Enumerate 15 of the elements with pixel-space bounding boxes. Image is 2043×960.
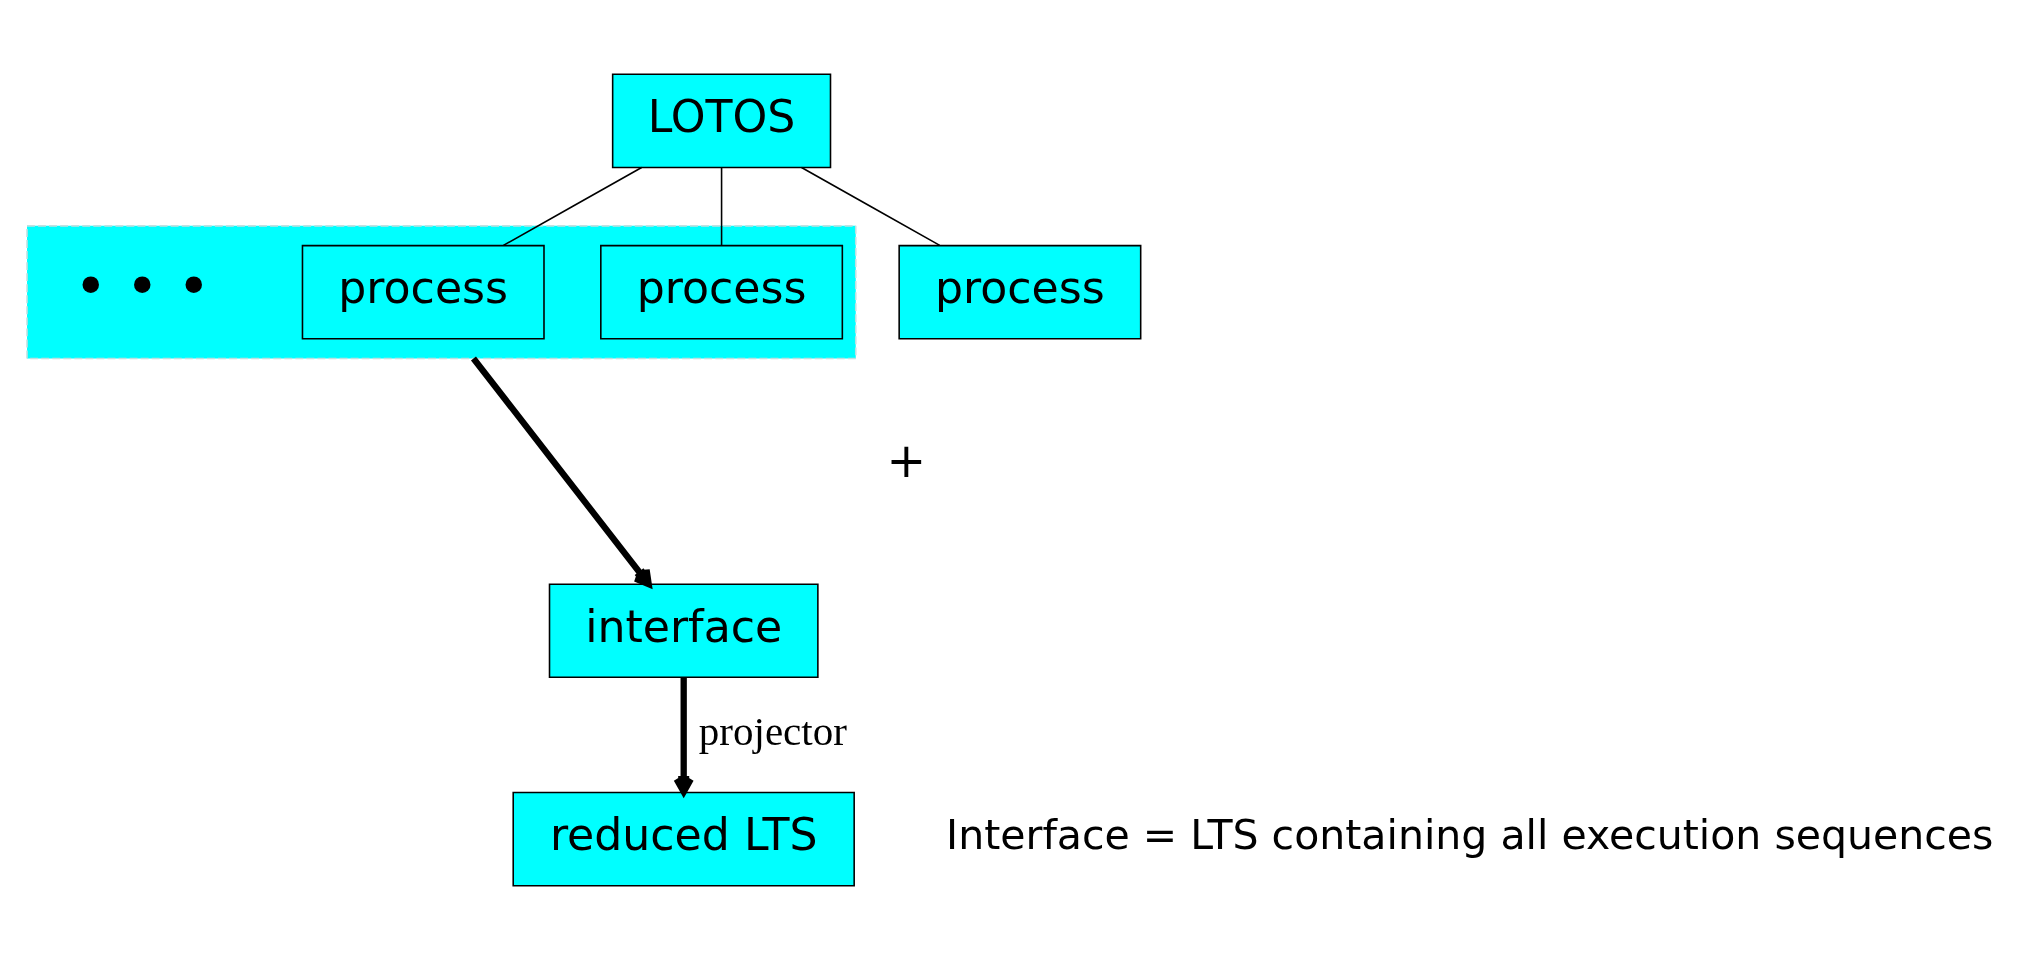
arrow [471, 356, 652, 588]
label: Interface = LTS containing all execution sequences [946, 811, 1994, 860]
node-box: process [898, 244, 1142, 340]
node-box: process [600, 244, 844, 340]
label: + [886, 432, 927, 488]
connector [720, 166, 723, 247]
node-box: reduced LTS [512, 791, 855, 887]
edge-label: projector [698, 707, 847, 754]
node-box: LOTOS [611, 73, 832, 169]
connector [800, 166, 941, 247]
node-box: process [301, 244, 545, 340]
label: • • • [73, 253, 211, 320]
node-box: interface [548, 583, 819, 679]
cluster [26, 225, 857, 360]
arrow [673, 677, 694, 796]
